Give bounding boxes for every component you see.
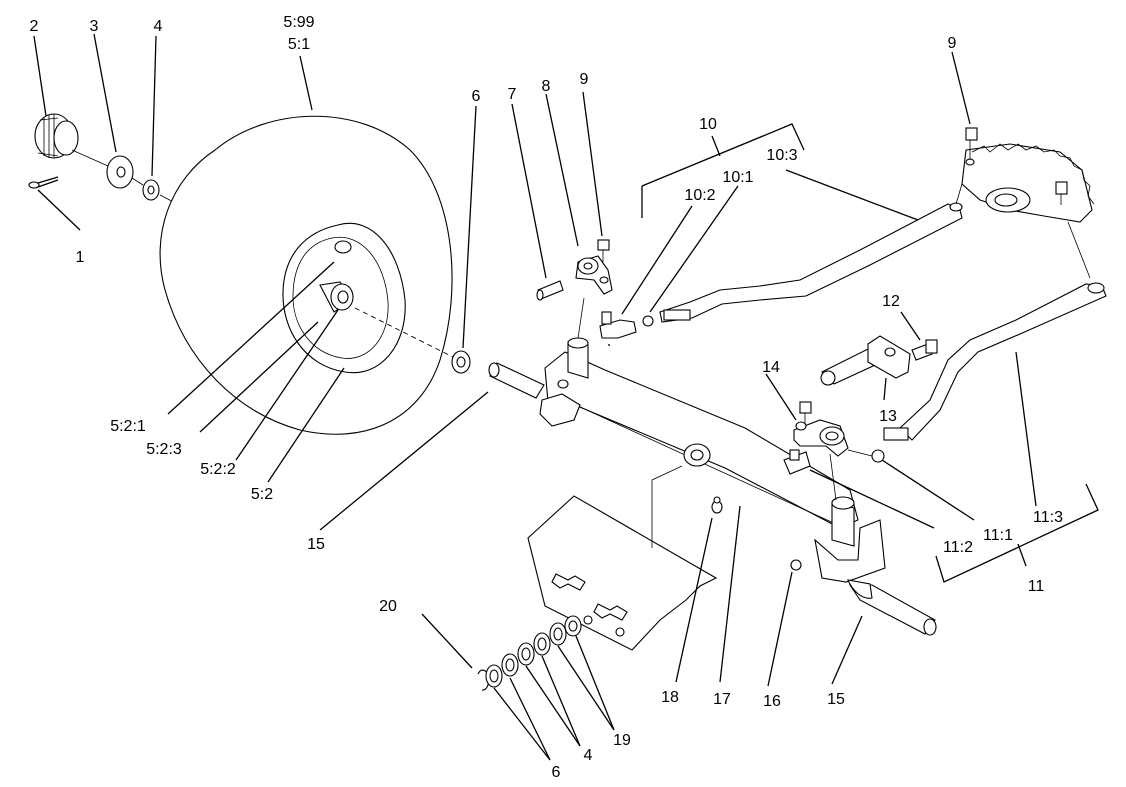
label-11-1: 11:1 [983, 527, 1013, 544]
grease-fitting-center-part [711, 496, 723, 514]
label-19: 19 [613, 732, 631, 749]
label-5-99: 5:99 [283, 14, 314, 31]
grease-fitting-spindle-part [790, 559, 802, 571]
axle-washer-part [451, 350, 471, 374]
label-15-right: 15 [827, 691, 845, 708]
label-10-3: 10:3 [766, 147, 797, 164]
cotter-pin-part [28, 176, 59, 189]
label-5-2: 5:2 [251, 486, 273, 503]
label-12: 12 [882, 293, 900, 310]
label-11-3: 11:3 [1033, 509, 1063, 526]
label-2: 2 [30, 18, 39, 35]
front-axle-part [488, 337, 937, 636]
label-5-2-3: 5:2:3 [146, 441, 182, 458]
label-14: 14 [762, 359, 780, 376]
label-15-left: 15 [307, 536, 325, 553]
label-1: 1 [76, 249, 85, 266]
small-washer-part [142, 179, 160, 201]
washer-part [106, 155, 134, 189]
label-7: 7 [508, 86, 517, 103]
label-6-top: 6 [472, 88, 481, 105]
left-steering-arm-part [575, 239, 613, 295]
left-tie-rod-end-part [599, 311, 654, 339]
label-17: 17 [713, 691, 731, 708]
drag-link-part [659, 202, 963, 323]
label-13: 13 [879, 408, 897, 425]
pivot-pin-part [820, 335, 938, 386]
label-4-bottom: 4 [584, 747, 593, 764]
label-20: 20 [379, 598, 397, 615]
hub-cap-part [34, 113, 79, 159]
washer-stack-part [477, 615, 582, 691]
label-9-right: 9 [948, 35, 957, 52]
label-10-2: 10:2 [684, 187, 715, 204]
label-16: 16 [763, 693, 781, 710]
label-9-left: 9 [580, 71, 589, 88]
group-brackets [641, 123, 1099, 583]
tie-rod-part [871, 282, 1107, 463]
label-11: 11 [1028, 578, 1045, 595]
label-18: 18 [661, 689, 679, 706]
part-labels: 2 3 4 1 5:99 5:1 6 7 8 9 10 10:3 10:2 10… [30, 14, 1064, 781]
wheel-rim-part [282, 222, 406, 374]
label-4-top: 4 [154, 18, 163, 35]
label-6-bottom: 6 [552, 764, 561, 781]
leader-lines [33, 33, 1037, 761]
label-10-1: 10:1 [722, 169, 753, 186]
label-10: 10 [699, 116, 717, 133]
right-steering-arm-part [783, 401, 873, 501]
label-3: 3 [90, 18, 99, 35]
label-5-2-2: 5:2:2 [200, 461, 236, 478]
label-5-2-1: 5:2:1 [110, 418, 146, 435]
label-8: 8 [542, 78, 551, 95]
label-11-2: 11:2 [943, 539, 973, 556]
axle-mount-plate-part [527, 465, 718, 651]
label-5-1: 5:1 [288, 36, 310, 53]
steering-sector-gear-part [955, 127, 1095, 279]
roll-pin-part [536, 280, 564, 301]
